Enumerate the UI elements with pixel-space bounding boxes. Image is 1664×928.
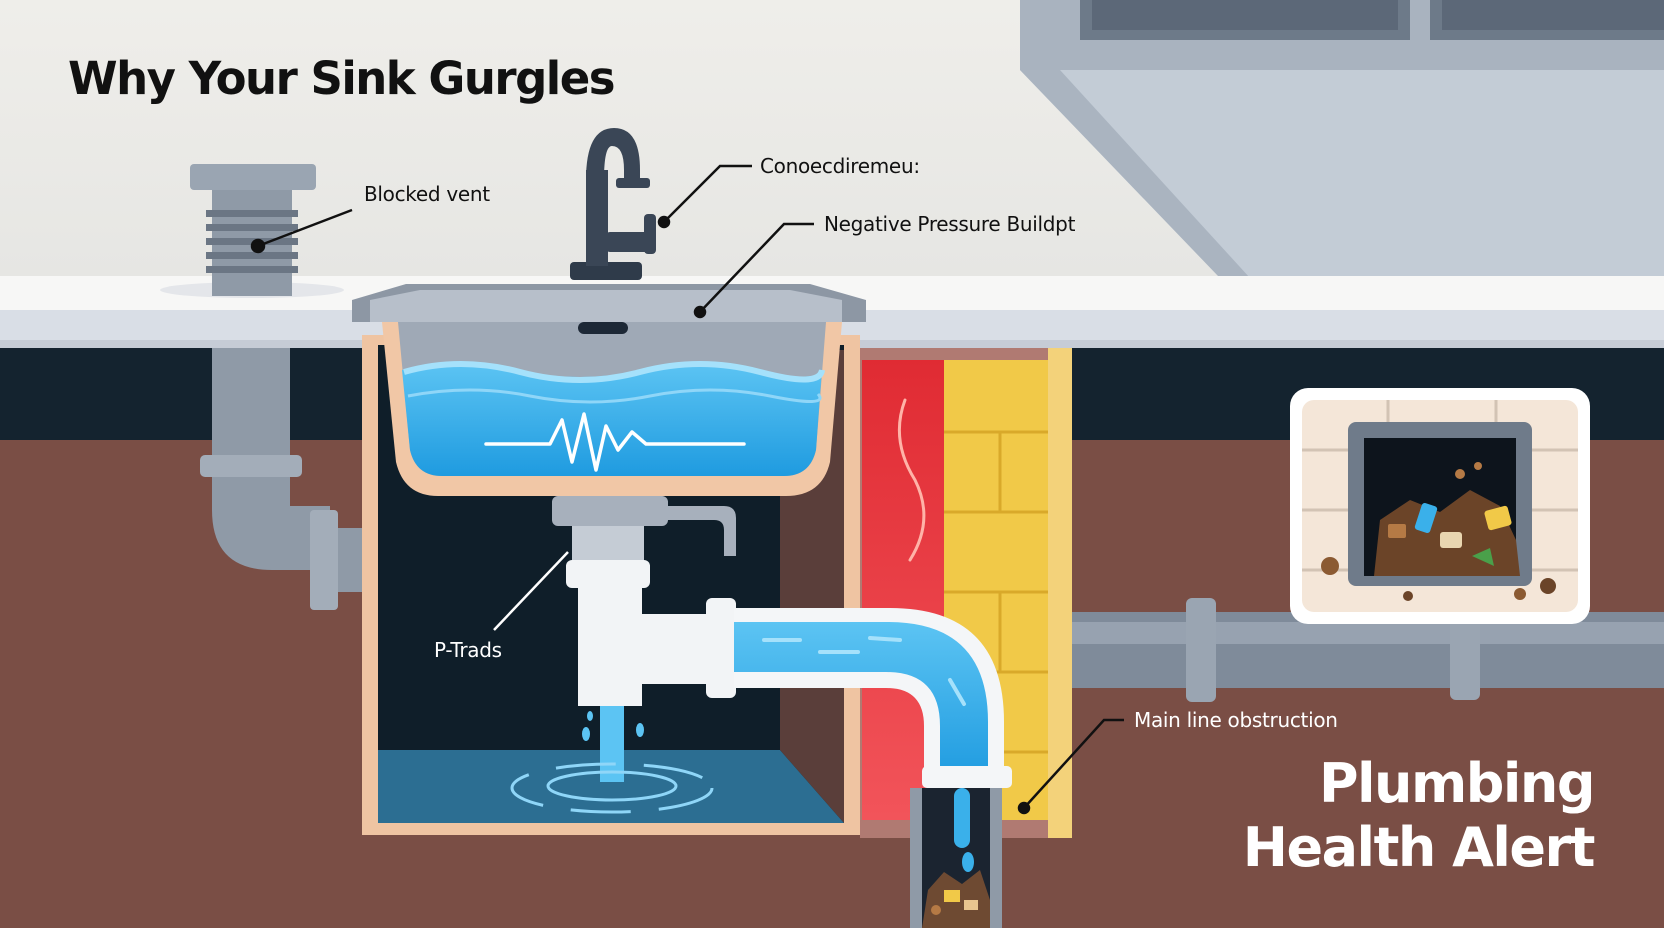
gurgle-wave-icon bbox=[484, 412, 746, 472]
alert-line-2: Health Alert bbox=[1242, 816, 1596, 879]
leak-drip bbox=[510, 706, 714, 814]
callout-faucet-connection: Conoecdiremeu: bbox=[760, 154, 920, 178]
upper-cabinet bbox=[1020, 0, 1664, 278]
sink-basin bbox=[352, 284, 866, 496]
main-line-pipe bbox=[1072, 598, 1664, 702]
faucet bbox=[570, 128, 656, 280]
wall-cavity bbox=[860, 348, 1072, 838]
waste-stack bbox=[910, 788, 1002, 928]
p-trap-pipe bbox=[552, 496, 736, 706]
callout-leaders bbox=[250, 164, 1124, 815]
left-vent-pipe bbox=[200, 348, 368, 610]
obstruction-inset bbox=[1290, 388, 1590, 624]
page-title: Why Your Sink Gurgles bbox=[68, 52, 616, 105]
callout-blocked-vent: Blocked vent bbox=[364, 182, 490, 206]
vent-stack bbox=[160, 164, 344, 298]
callout-main-line-obstruction: Main line obstruction bbox=[1134, 708, 1338, 732]
callout-p-trap: P-Trads bbox=[434, 638, 502, 662]
alert-line-1: Plumbing bbox=[1318, 752, 1596, 815]
health-alert-banner: Plumbing Health Alert bbox=[1242, 752, 1596, 880]
drain-bend-pipe bbox=[734, 608, 1012, 788]
callout-negative-pressure: Negative Pressure Buildpt bbox=[824, 212, 1076, 236]
